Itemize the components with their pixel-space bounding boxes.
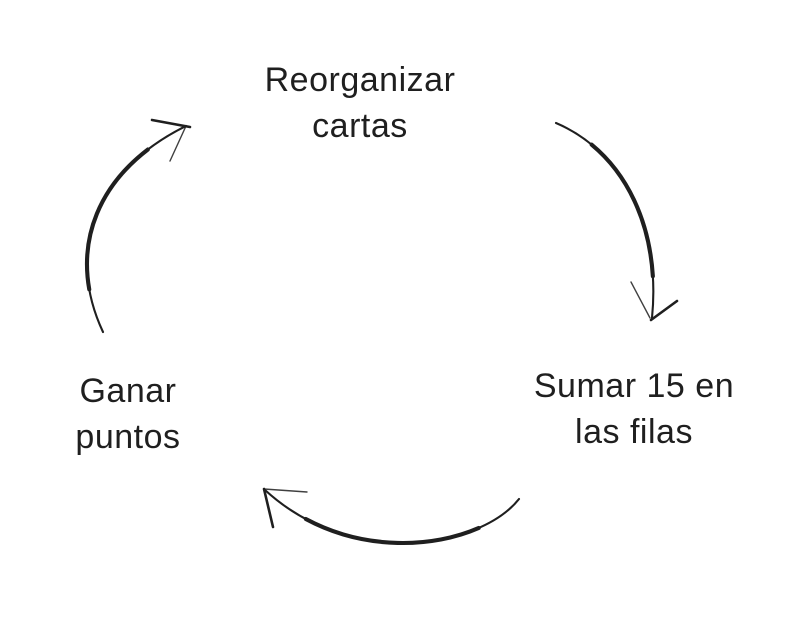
node-label-line: Sumar 15 en [533,367,735,405]
arrowhead-barb-icon [649,299,679,322]
arrow-curve-overstroke [262,487,522,545]
arrow-reorganizar-to-sumar [553,120,679,322]
node-label-line: las filas [575,413,693,451]
arrow-ganar-to-reorganizar [84,118,192,335]
node-label-line: cartas [312,107,408,145]
arrowhead-barb-icon [262,487,275,529]
arrow-curve [263,488,521,544]
arrowhead-barb-icon [263,488,308,493]
node-sumar-15-en-las-filas: Sumar 15 en las filas [534,363,734,455]
arrow-curve [554,121,655,320]
node-label-line: Ganar [79,372,177,410]
arrowhead-barb-icon [630,281,651,319]
arrow-sumar-to-ganar [262,487,522,545]
arrow-curve-overstroke [553,120,656,321]
node-reorganizar-cartas: Reorganizar cartas [265,57,456,149]
node-ganar-puntos: Ganar puntos [75,368,180,460]
arrow-curve-overstroke [84,123,189,335]
node-label-line: Reorganizar [264,61,456,99]
node-label-line: puntos [75,418,181,456]
arrowhead-barb-icon [150,118,192,129]
arrowhead-barb-icon [169,125,187,162]
